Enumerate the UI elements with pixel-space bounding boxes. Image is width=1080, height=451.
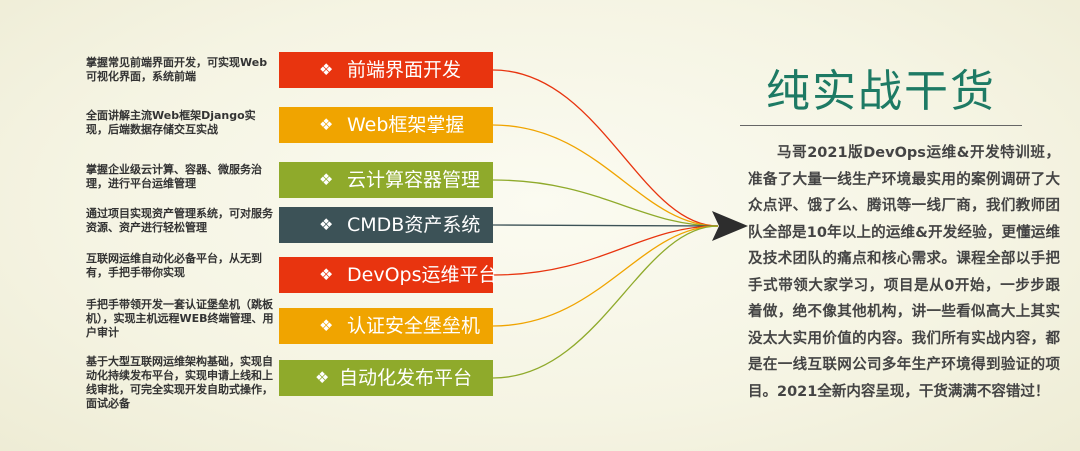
module-box-cmdb[interactable]: ❖ CMDB资产系统: [279, 207, 493, 243]
diamond-bullet-icon: ❖: [319, 115, 334, 134]
module-label: CMDB资产系统: [347, 214, 481, 236]
module-box-devops[interactable]: ❖ DevOps运维平台: [279, 257, 497, 293]
module-box-bastion[interactable]: ❖ 认证安全堡垒机: [279, 308, 493, 344]
module-label: DevOps运维平台: [347, 264, 498, 286]
diamond-bullet-icon: ❖: [319, 316, 334, 335]
page-title: 纯实战干货: [766, 66, 996, 117]
module-desc-bastion: 手把手带领开发一套认证堡垒机（跳板机），实现主机远程WEB终端管理、用户审计: [86, 298, 274, 339]
module-label: 前端界面开发: [347, 59, 462, 81]
module-desc-web: 全面讲解主流Web框架Django实现，后端数据存储交互实战: [86, 109, 256, 136]
module-box-cloud[interactable]: ❖ 云计算容器管理: [279, 162, 493, 198]
connector-line: [492, 69, 719, 227]
connector-line: [492, 225, 719, 379]
diamond-bullet-icon: ❖: [319, 265, 334, 284]
diamond-bullet-icon: ❖: [319, 170, 334, 189]
connector-line: [492, 225, 719, 276]
intro-paragraph: 马哥2021版DevOps运维&开发特训班，准备了大量一线生产环境最实用的案例调…: [748, 145, 1060, 400]
module-box-frontend[interactable]: ❖ 前端界面开发: [279, 52, 493, 88]
module-label: 认证安全堡垒机: [347, 315, 481, 337]
arrow-head: [712, 211, 748, 241]
connector-line: [492, 179, 719, 227]
module-desc-cmdb: 通过项目实现资产管理系统，可对服务资源、资产进行轻松管理: [86, 207, 273, 234]
module-desc-frontend: 掌握常见前端界面开发，可实现Web可视化界面，系统前端: [86, 56, 268, 83]
diamond-bullet-icon: ❖: [315, 368, 330, 387]
module-desc-devops: 互联网运维自动化必备平台，从无到有，手把手带你实现: [86, 252, 262, 279]
diamond-bullet-icon: ❖: [319, 60, 334, 79]
connector-line: [492, 224, 719, 227]
connector-line: [492, 124, 719, 227]
connector-line: [492, 225, 719, 327]
module-desc-cloud: 掌握企业级云计算、容器、微服务治理，进行平台运维管理: [86, 163, 262, 190]
diamond-bullet-icon: ❖: [319, 215, 334, 234]
module-box-release[interactable]: ❖ 自动化发布平台: [279, 360, 493, 396]
module-label: 云计算容器管理: [347, 169, 481, 191]
module-desc-release: 基于大型互联网运维架构基础，实现自动化持续发布平台，实现申请上线和上线审批，可完…: [86, 355, 273, 410]
module-label: 自动化发布平台: [339, 367, 473, 389]
module-box-web[interactable]: ❖ Web框架掌握: [279, 107, 493, 143]
title-divider: [740, 125, 1022, 126]
module-label: Web框架掌握: [347, 114, 465, 136]
